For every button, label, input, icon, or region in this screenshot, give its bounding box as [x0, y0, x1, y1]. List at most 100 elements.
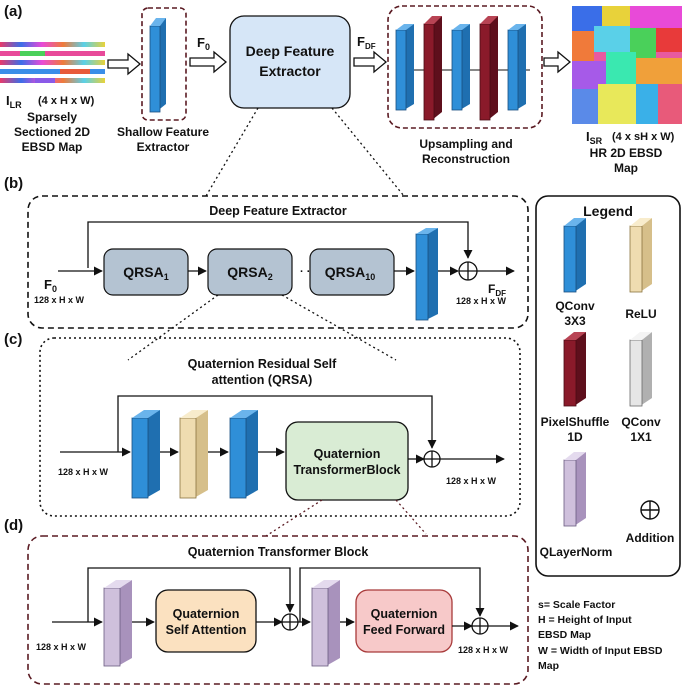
hollow-arrow-3 — [353, 50, 388, 74]
fdf-label: FDF — [357, 34, 376, 51]
panel-d-addition-1 — [281, 613, 299, 631]
panel-d-addition-2 — [471, 617, 489, 635]
hollow-arrow-1 — [107, 52, 142, 76]
panel-d-in-dims: 128 x H x W — [36, 642, 87, 652]
note-line-4: W = Width of Input EBSD — [538, 645, 663, 657]
note-line-5: Map — [538, 660, 559, 672]
panel-c-skip — [117, 395, 437, 452]
zoom-line-b-left — [127, 294, 219, 361]
panel-b-skip — [87, 221, 473, 268]
panel-b-f0: F0 — [44, 277, 57, 294]
hollow-arrow-2 — [189, 50, 228, 74]
panel-d-out-dims: 128 x H x W — [458, 645, 509, 655]
transformer-block-box — [285, 421, 409, 501]
dfe-label-1: Deep Feature — [246, 43, 335, 59]
panel-b-fdf: FDF — [488, 282, 506, 298]
upsampling-label-2: Reconstruction — [422, 152, 510, 166]
feed-forward-label-2: Feed Forward — [363, 623, 445, 637]
panel-c-qconv-2 — [229, 410, 258, 499]
zoom-line-b-right — [281, 294, 397, 361]
shallow-label-2: Extractor — [137, 140, 190, 154]
qrsa10-box — [309, 248, 395, 296]
note-line-1: s= Scale Factor — [538, 599, 615, 611]
input-desc-2: Sectioned 2D — [14, 125, 90, 139]
legend-relu-label: ReLU — [625, 307, 656, 321]
panel-c-title-1: Quaternion Residual Self — [188, 357, 337, 371]
legend-qconv1x1-label-1: QConv — [621, 415, 661, 429]
shallow-qconv-block — [149, 18, 166, 113]
panel-c-addition — [423, 450, 441, 468]
panel-d-skip-2 — [299, 567, 485, 622]
legend-qconv-label-2: 3X3 — [564, 314, 586, 328]
input-label: ILR — [6, 93, 22, 110]
transformer-label-1: Quaternion — [314, 447, 381, 461]
panel-d-qlayernorm-2 — [311, 580, 340, 667]
legend-qlayernorm-icon — [563, 452, 586, 527]
upsampling-box — [387, 5, 543, 129]
panel-b-box — [27, 195, 529, 329]
panel-d-qlayernorm-1 — [103, 580, 132, 667]
note-line-3: EBSD Map — [538, 629, 591, 641]
legend-title: Legend — [583, 203, 633, 219]
self-attention-label-1: Quaternion — [173, 607, 240, 621]
panel-d-label: (d) — [4, 517, 23, 534]
legend-qlayernorm-label: QLayerNorm — [540, 545, 613, 559]
zoom-line-c-left — [265, 499, 323, 537]
panel-d-skip-1 — [87, 567, 295, 622]
output-desc-2: Map — [614, 161, 638, 175]
qrsa1-label: QRSA1 — [123, 264, 168, 282]
panel-c-label: (c) — [4, 331, 22, 348]
output-desc-1: HR 2D EBSD — [590, 146, 663, 160]
note-line-2: H = Height of Input — [538, 614, 632, 626]
legend-qconv1x1-label-2: 1X1 — [630, 430, 652, 444]
panel-c-in-dims: 128 x H x W — [58, 467, 109, 477]
legend-qconv1x1-icon — [629, 332, 652, 407]
legend-addition-label: Addition — [626, 531, 675, 545]
legend-qconv-label-1: QConv — [555, 299, 595, 313]
panel-a-label: (a) — [4, 3, 22, 20]
panel-c-qconv-1 — [131, 410, 160, 499]
self-attention-box — [155, 589, 257, 653]
panel-b-title: Deep Feature Extractor — [209, 204, 347, 218]
qrsa10-label: QRSA10 — [325, 264, 375, 282]
feed-forward-box — [355, 589, 453, 653]
qrsa2-box — [207, 248, 293, 296]
output-label: ISR — [586, 129, 603, 146]
zoom-line-a-right — [331, 107, 405, 197]
self-attention-label-2: Self Attention — [166, 623, 247, 637]
input-ebsd-map — [0, 40, 105, 88]
dfe-label-2: Extractor — [259, 63, 321, 79]
legend-pixelshuffle-label-1: PixelShuffle — [541, 415, 610, 429]
transformer-label-2: TransformerBlock — [294, 463, 401, 477]
panel-c-out-dims: 128 x H x W — [446, 476, 497, 486]
legend-addition-icon — [640, 500, 660, 520]
panel-b-out-dims: 128 x H x W — [456, 296, 507, 306]
panel-b-label: (b) — [4, 175, 23, 192]
panel-c-box — [39, 337, 521, 517]
hollow-arrow-4 — [543, 50, 572, 74]
upsampling-blocks — [395, 16, 530, 121]
shallow-extractor-box — [141, 7, 187, 121]
deep-feature-extractor-box — [229, 15, 351, 109]
upsampling-label-1: Upsampling and — [419, 137, 512, 151]
input-desc-1: Sparsely — [27, 110, 77, 124]
panel-c-title-2: attention (QRSA) — [212, 373, 313, 387]
qrsa1-box — [103, 248, 189, 296]
panel-c-relu — [179, 410, 208, 499]
zoom-line-c-right — [395, 499, 427, 535]
feed-forward-label-1: Quaternion — [371, 607, 438, 621]
shallow-label-1: Shallow Feature — [117, 125, 209, 139]
legend-qconv-icon — [563, 218, 586, 293]
zoom-line-a-left — [205, 107, 259, 197]
legend-pixelshuffle-label-2: 1D — [567, 430, 583, 444]
legend-relu-icon — [629, 218, 652, 293]
input-dims: (4 x H x W) — [38, 95, 95, 107]
panel-b-qconv — [415, 228, 438, 321]
panel-b-addition — [458, 261, 478, 281]
legend-box — [535, 195, 681, 577]
f0-label: F0 — [197, 35, 210, 52]
qrsa2-label: QRSA2 — [227, 264, 272, 282]
input-desc-3: EBSD Map — [22, 140, 83, 154]
